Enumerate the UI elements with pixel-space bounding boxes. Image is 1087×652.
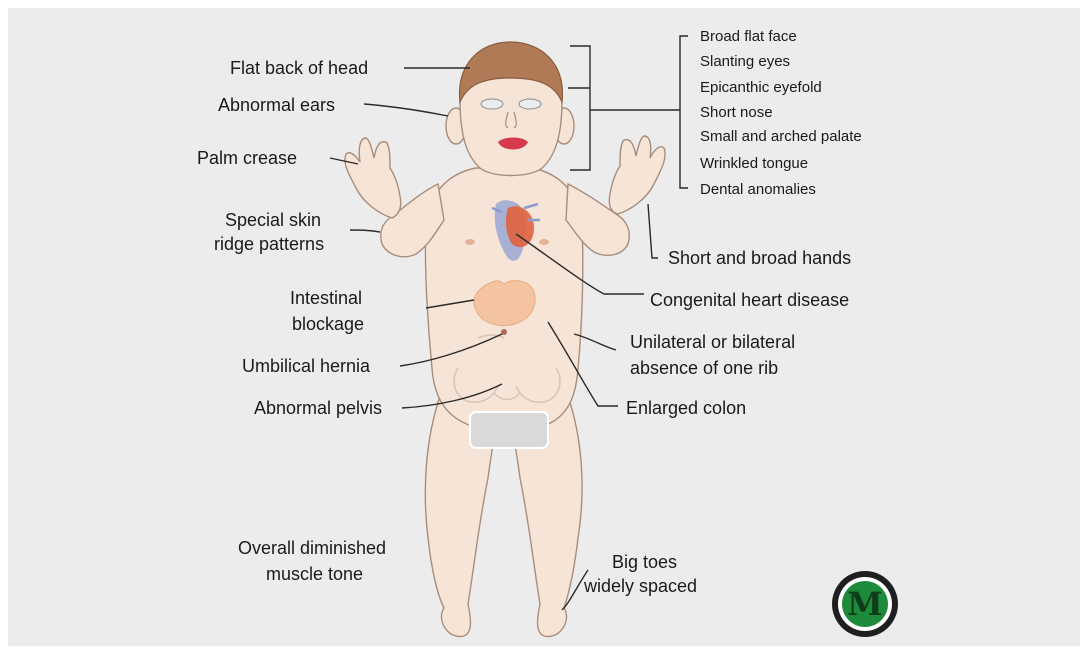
down-syndrome-diagram: Flat back of head Abnormal ears Palm cre…: [8, 8, 1080, 646]
label-short-nose: Short nose: [700, 104, 773, 121]
label-intestinal-line1: Intestinal: [290, 288, 362, 308]
m-logo: M: [832, 571, 898, 637]
label-dental-anomalies: Dental anomalies: [700, 181, 816, 198]
label-absence-rib-line1: Unilateral or bilateral: [630, 332, 795, 352]
label-big-toes-line2: widely spaced: [583, 576, 697, 596]
label-abnormal-pelvis: Abnormal pelvis: [254, 398, 382, 418]
label-epicanthic-eyefold: Epicanthic eyefold: [700, 79, 822, 96]
label-palm-crease: Palm crease: [197, 148, 297, 168]
label-enlarged-colon: Enlarged colon: [626, 398, 746, 418]
label-muscle-tone-line1: Overall diminished: [238, 538, 386, 558]
label-wrinkled-tongue: Wrinkled tongue: [700, 155, 808, 172]
head: [446, 42, 574, 176]
label-small-arched-palate: Small and arched palate: [700, 128, 862, 145]
censor-box: [470, 412, 548, 448]
label-short-broad-hands: Short and broad hands: [668, 248, 851, 268]
logo-letter: M: [847, 585, 882, 623]
diagram-frame: Flat back of head Abnormal ears Palm cre…: [8, 8, 1080, 646]
right-nipple: [539, 239, 549, 245]
left-nipple: [465, 239, 475, 245]
label-intestinal-line2: blockage: [292, 314, 364, 334]
label-big-toes-line1: Big toes: [612, 552, 677, 572]
label-absence-rib-line2: absence of one rib: [630, 358, 778, 378]
label-flat-back-of-head: Flat back of head: [230, 58, 368, 78]
label-broad-flat-face: Broad flat face: [700, 28, 797, 45]
left-eye: [481, 99, 503, 109]
label-abnormal-ears: Abnormal ears: [218, 95, 335, 115]
left-hand: [345, 138, 401, 218]
label-muscle-tone-line2: muscle tone: [266, 564, 363, 584]
stomach: [474, 281, 535, 326]
label-slanting-eyes: Slanting eyes: [700, 53, 790, 70]
label-special-skin-line1: Special skin: [225, 210, 321, 230]
right-hand: [609, 136, 665, 214]
face-feature-list: Broad flat face Slanting eyes Epicanthic…: [700, 28, 862, 198]
label-congenital-heart: Congenital heart disease: [650, 290, 849, 310]
infant-figure: [345, 42, 665, 637]
label-special-skin-line2: ridge patterns: [214, 234, 324, 254]
label-umbilical-hernia: Umbilical hernia: [242, 356, 371, 376]
right-eye: [519, 99, 541, 109]
